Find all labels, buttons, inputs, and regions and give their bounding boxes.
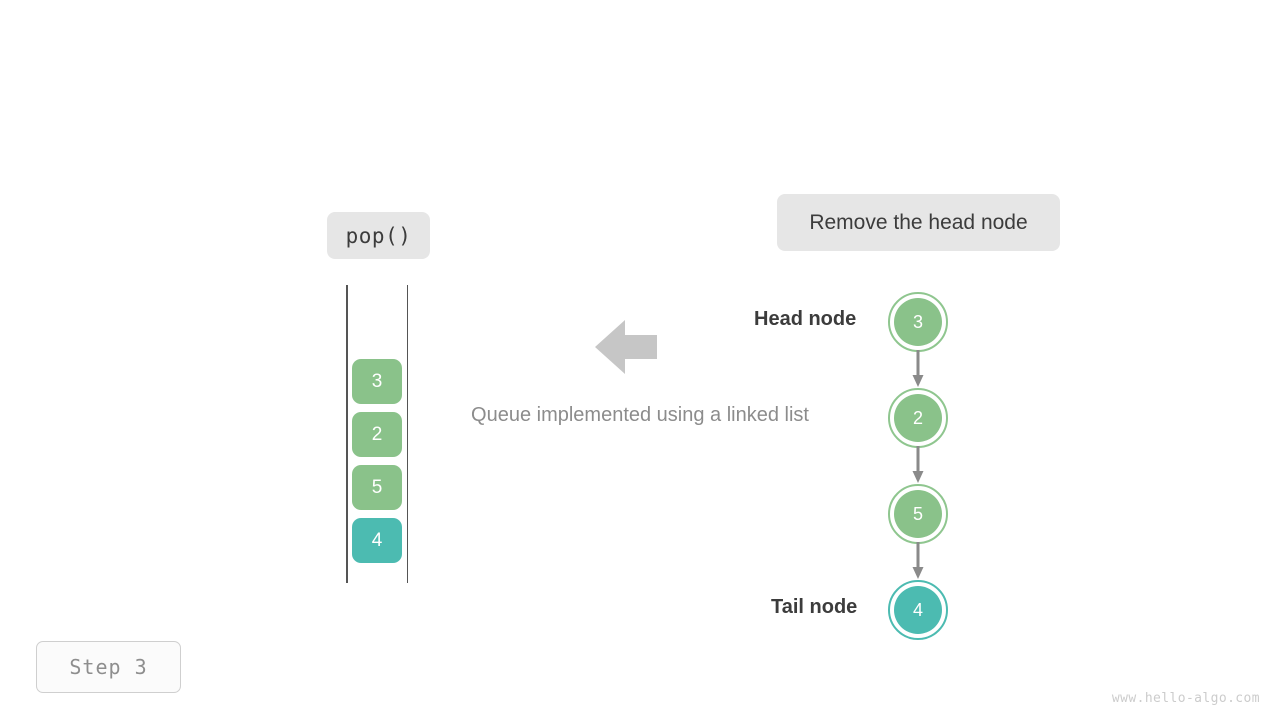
watermark: www.hello-algo.com [1111, 691, 1260, 706]
node-value-disc: 2 [894, 394, 942, 442]
tail-node-label: Tail node [771, 596, 858, 618]
action-description-label: Remove the head node [809, 210, 1028, 234]
queue-cell-value: 4 [371, 529, 383, 551]
head-node-label: Head node [754, 308, 857, 330]
caption-text: Queue implemented using a linked list [471, 404, 809, 426]
queue-cell-value: 3 [371, 370, 383, 392]
queue-container: 3 2 5 4 [346, 285, 408, 583]
operation-badge-pop: pop() [327, 212, 430, 259]
link-arrow-icon [912, 446, 924, 484]
node-value-disc: 4 [894, 586, 942, 634]
linked-list-node-head: 3 [888, 292, 948, 352]
linked-list-node-tail: 4 [888, 580, 948, 640]
link-arrow-icon [912, 350, 924, 388]
step-badge-label: Step 3 [69, 655, 148, 679]
queue-cell-highlighted: 4 [352, 518, 402, 563]
arrow-left-icon [595, 318, 657, 376]
node-value: 4 [912, 599, 923, 620]
queue-rail-left [346, 285, 348, 583]
node-value: 5 [912, 503, 923, 524]
operation-badge-label: pop() [345, 223, 412, 248]
queue-cell-value: 2 [371, 423, 383, 445]
linked-list: 3 2 5 4 [888, 292, 950, 640]
step-badge: Step 3 [36, 641, 181, 693]
linked-list-node: 2 [888, 388, 948, 448]
queue-rail-right [406, 285, 408, 583]
node-value: 2 [912, 407, 923, 428]
node-value-disc: 5 [894, 490, 942, 538]
queue-cell: 5 [352, 465, 402, 510]
node-value-disc: 3 [894, 298, 942, 346]
node-value: 3 [912, 311, 923, 332]
queue-cell: 2 [352, 412, 402, 457]
action-description-badge: Remove the head node [777, 194, 1060, 251]
linked-list-node: 5 [888, 484, 948, 544]
queue-cell: 3 [352, 359, 402, 404]
link-arrow-icon [912, 542, 924, 580]
queue-cell-value: 5 [371, 476, 383, 498]
